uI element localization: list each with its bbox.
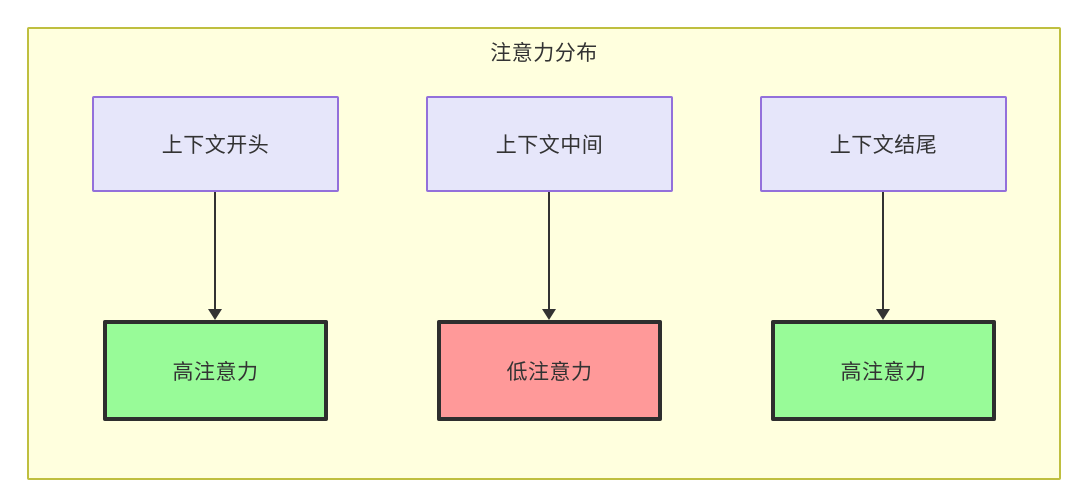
arrowhead-icon (542, 309, 556, 320)
node-label: 上下文中间 (495, 134, 604, 157)
node-label: 上下文结尾 (829, 134, 938, 157)
node-label: 低注意力 (506, 360, 593, 384)
edge-line (214, 192, 216, 309)
edge-line (548, 192, 550, 309)
node-label: 高注意力 (840, 360, 927, 384)
arrowhead-icon (876, 309, 890, 320)
subgraph-container: 注意力分布 上下文开头 上下文中间 上下文结尾 高注意力 低 (27, 27, 1061, 480)
node-context-start[interactable]: 上下文开头 (92, 96, 339, 192)
node-context-middle[interactable]: 上下文中间 (426, 96, 673, 192)
node-attention-low-middle[interactable]: 低注意力 (437, 320, 662, 421)
edge-context-start-to-attention-high-start (204, 192, 226, 320)
node-label: 高注意力 (172, 360, 259, 384)
node-context-end[interactable]: 上下文结尾 (760, 96, 1007, 192)
node-attention-high-start[interactable]: 高注意力 (103, 320, 328, 421)
subgraph-title: 注意力分布 (490, 42, 598, 65)
node-attention-high-end[interactable]: 高注意力 (771, 320, 996, 421)
edge-context-middle-to-attention-low-middle (538, 192, 560, 320)
edge-line (882, 192, 884, 309)
edge-context-end-to-attention-high-end (872, 192, 894, 320)
node-label: 上下文开头 (161, 134, 270, 157)
arrowhead-icon (208, 309, 222, 320)
